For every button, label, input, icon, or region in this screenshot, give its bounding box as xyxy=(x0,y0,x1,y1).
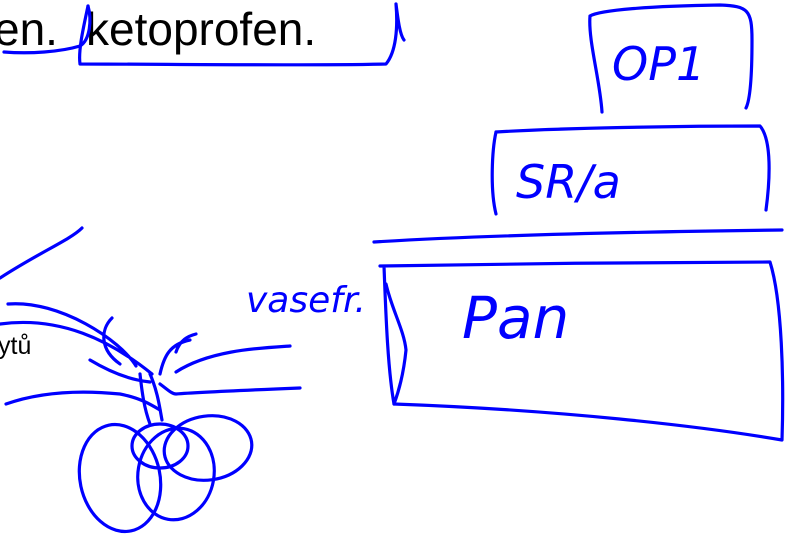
ink-separator-line xyxy=(372,228,784,244)
ink-bracket xyxy=(384,282,408,406)
ink-box-ketoprofen xyxy=(78,2,406,67)
ink-loop-1 xyxy=(77,422,163,534)
ink-label-vessel: vasefr. xyxy=(246,280,366,321)
ink-box-middle xyxy=(490,124,771,216)
ink-label-middle: SR/a xyxy=(516,155,621,209)
slide-text-top-left: en. xyxy=(0,3,58,55)
ink-loop-3 xyxy=(162,414,254,482)
ink-vessel-trunk xyxy=(138,372,164,426)
ink-box-bottom xyxy=(378,260,785,442)
ink-label-op1: OP1 xyxy=(612,37,705,91)
ink-loop-4 xyxy=(130,422,190,470)
slide-text-ketoprofen: ketoprofen. xyxy=(86,3,317,55)
ink-circle-en xyxy=(2,4,92,55)
slide-text-fragment: ytů xyxy=(0,332,32,360)
ink-label-pan: Pan xyxy=(462,284,569,352)
ink-box-op1 xyxy=(588,3,754,114)
